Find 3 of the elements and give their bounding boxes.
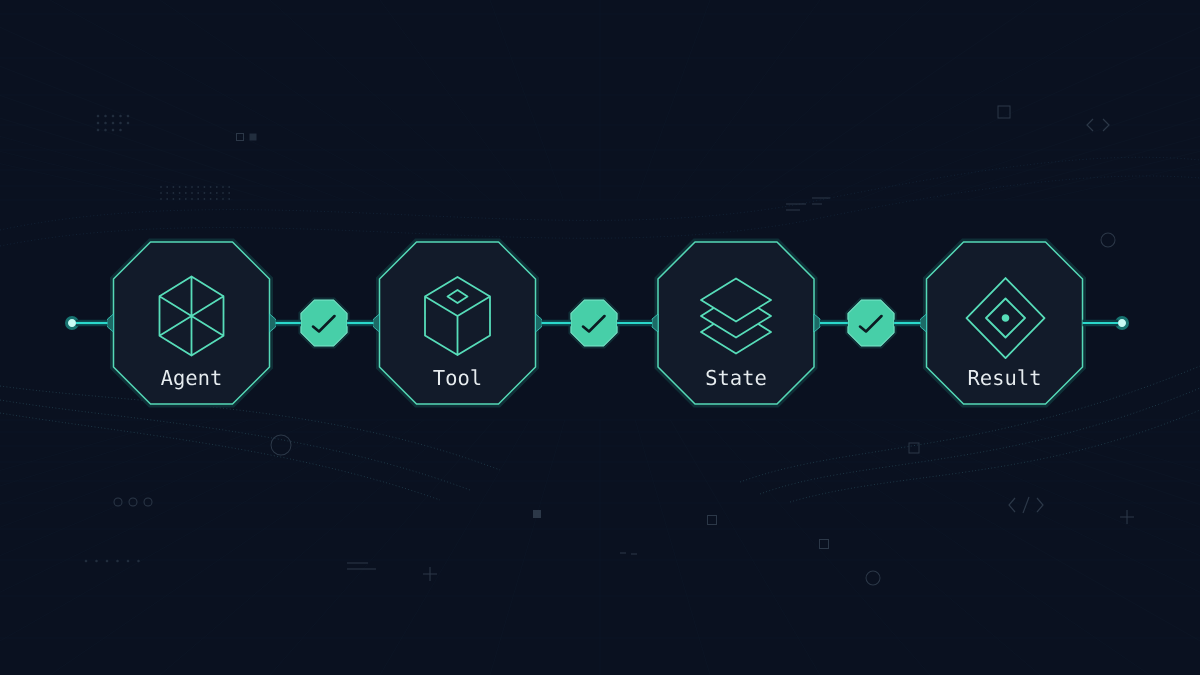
connector-line [1082,319,1118,327]
endpoint-dot [1115,316,1129,330]
endpoint-dot [65,316,79,330]
